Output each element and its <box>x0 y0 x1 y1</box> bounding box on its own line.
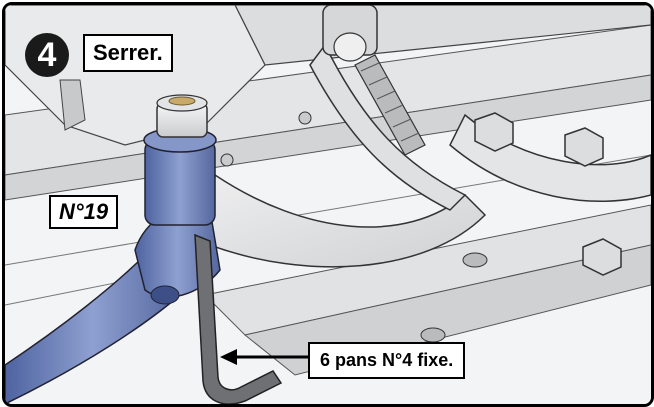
bracket-slot <box>59 79 86 131</box>
wrench-size-label: N°19 <box>49 195 119 229</box>
rail-bottom <box>203 204 651 336</box>
step-number-badge: 4 <box>25 33 69 77</box>
curved-clamp-plate <box>209 173 487 268</box>
assembly-illustration <box>5 5 651 404</box>
step-instruction-label: Serrer. <box>83 34 173 72</box>
screw <box>298 111 312 125</box>
screw <box>220 153 234 167</box>
nut <box>462 252 488 268</box>
nut <box>420 327 446 343</box>
hex-key-label: 6 pans N°4 fixe. <box>308 342 466 379</box>
bolt-icon <box>474 112 622 276</box>
arrow-left-icon <box>220 349 308 365</box>
second-clamp <box>449 113 651 203</box>
threaded-rod <box>354 54 426 156</box>
clamp-arm <box>309 43 467 211</box>
hex-key-icon <box>194 233 283 404</box>
rod-knob <box>333 32 367 62</box>
